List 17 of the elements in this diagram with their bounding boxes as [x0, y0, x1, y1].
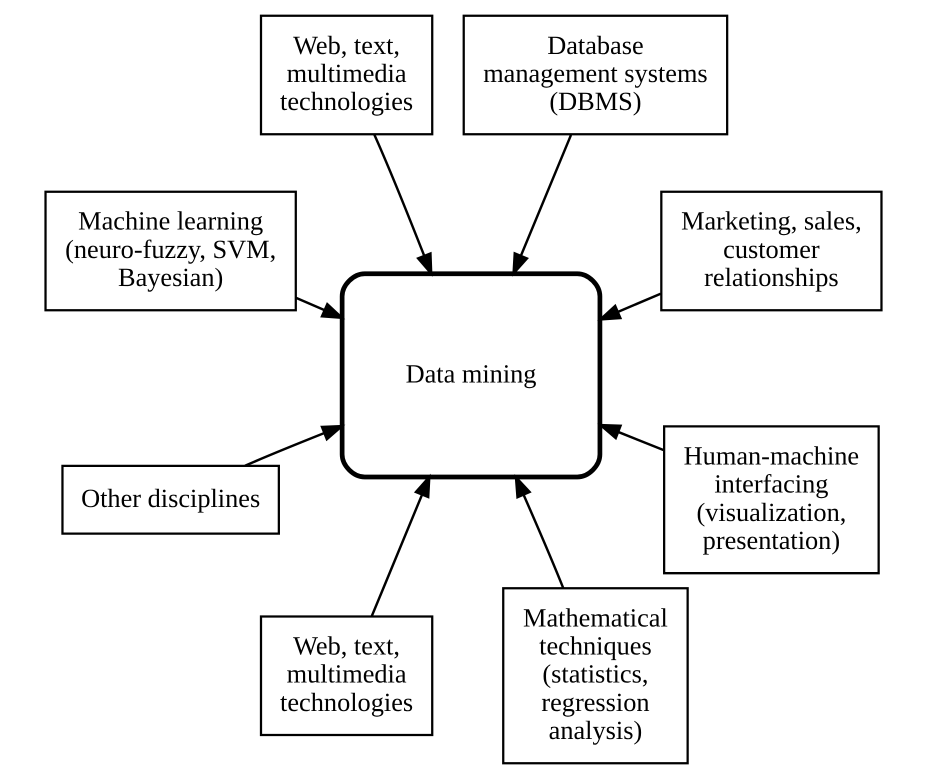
node-box: Web, text, multimedia technologies [260, 615, 434, 736]
node-box: Marketing, sales, customer relationships [660, 190, 883, 312]
node-box: Web, text, multimedia technologies [260, 14, 434, 136]
node-box: Machine learning (neuro-fuzzy, SVM, Bayesian) [44, 190, 297, 312]
arrow [514, 474, 564, 588]
arrow [373, 134, 433, 277]
node-box: Data mining [340, 271, 602, 480]
node-box: Database management systems (DBMS) [462, 14, 728, 136]
arrow [370, 474, 431, 617]
arrow [512, 134, 572, 277]
arrow [597, 424, 664, 452]
arrow [597, 292, 662, 321]
arrow [244, 424, 346, 467]
node-box: Human-machine interfacing (visualization, presentation) [663, 425, 880, 574]
arrow [296, 296, 346, 320]
node-box: Other disciplines [61, 464, 280, 535]
node-box: Mathematical techniques (statistics, regression analysis) [502, 587, 689, 764]
